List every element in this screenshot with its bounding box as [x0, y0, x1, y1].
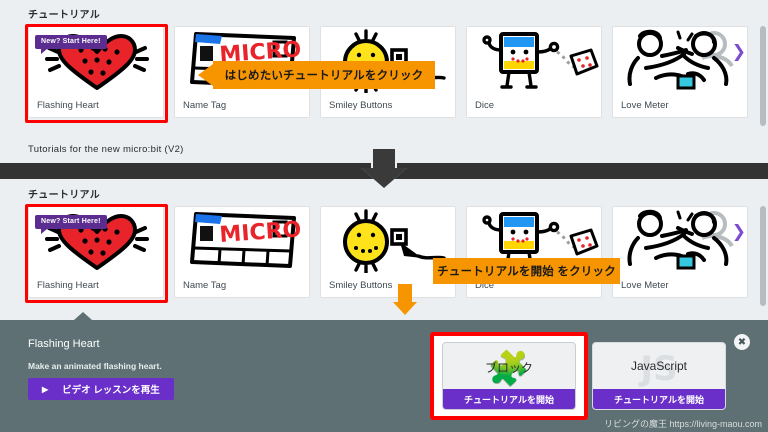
tutorial-card-list-top: New? Start Here!: [28, 26, 768, 118]
close-icon[interactable]: ✖: [734, 334, 750, 350]
start-tutorial-button[interactable]: チュートリアルを開始: [443, 389, 575, 409]
blocks-puzzle-icon: 🧩: [487, 349, 531, 389]
love-meter-thumbnail: [613, 27, 747, 95]
middle-version-label: Tutorials for the new micro:bit (V2): [28, 144, 184, 155]
name-tag-thumbnail: MICRO: [175, 207, 309, 275]
callout-start-tutorial: チュートリアルを開始 をクリック: [433, 258, 620, 284]
language-name: JavaScript: [630, 359, 688, 373]
strip-title-bottom: チュートリアル: [28, 190, 100, 201]
dice-thumbnail: [467, 27, 601, 95]
language-card-javascript[interactable]: JS JavaScript チュートリアルを開始: [592, 342, 726, 410]
chevron-right-icon[interactable]: ❯: [731, 222, 746, 242]
tutorial-card-list-bottom: New? Start Here!: [28, 206, 768, 298]
start-tutorial-button[interactable]: チュートリアルを開始: [593, 389, 725, 409]
tutorial-card-label: Name Tag: [175, 273, 309, 297]
javascript-logo-icon: JS: [640, 349, 678, 389]
vertical-scrollbar[interactable]: [760, 206, 766, 306]
chevron-right-icon[interactable]: ❯: [731, 42, 746, 62]
tutorial-card-flashing-heart[interactable]: New? Start Here!: [28, 26, 164, 118]
tutorial-card-label: Flashing Heart: [29, 273, 163, 297]
tutorial-card-dice[interactable]: Dice: [466, 26, 602, 118]
play-video-lesson-text: ビデオ レッスンを再生: [62, 385, 160, 396]
callout-arrow-left-icon: [198, 64, 213, 86]
tutorial-detail-panel: Flashing Heart Make an animated flashing…: [0, 312, 768, 432]
new-start-here-badge: New? Start Here!: [35, 35, 107, 54]
tutorial-strip-bottom: チュートリアル New? Start Here!: [0, 180, 768, 320]
tutorial-card-label: Name Tag: [175, 93, 309, 117]
callout-text: はじめたいチュートリアルをクリック: [224, 70, 424, 82]
smiley-buttons-thumbnail: [321, 207, 455, 275]
panel-title: Flashing Heart: [28, 338, 100, 350]
watermark-text: リビングの魔王 https://living-maou.com: [603, 419, 762, 429]
highlight-box-language-blocks: 🧩 ブロック チュートリアルを開始: [430, 332, 588, 420]
svg-text:MICRO: MICRO: [219, 217, 302, 248]
tutorial-card-label: Love Meter: [613, 93, 747, 117]
love-meter-thumbnail: [613, 207, 747, 275]
tutorial-card-label: Smiley Buttons: [321, 93, 455, 117]
vertical-scrollbar[interactable]: [760, 26, 766, 126]
callout-click-tutorial: はじめたいチュートリアルをクリック: [198, 61, 435, 89]
tutorial-card-dice[interactable]: Dice: [466, 206, 602, 298]
tutorial-card-label: Flashing Heart: [29, 93, 163, 117]
tutorial-card-smiley-buttons[interactable]: Smiley Buttons: [320, 206, 456, 298]
callout-down-arrow-icon: [393, 284, 417, 315]
new-start-here-badge: New? Start Here!: [35, 215, 107, 234]
flow-down-arrow-icon: [360, 147, 408, 188]
language-name: ブロック: [484, 361, 533, 375]
panel-notch: [74, 312, 92, 320]
panel-description: Make an animated flashing heart.: [28, 361, 162, 371]
language-card-blocks[interactable]: 🧩 ブロック チュートリアルを開始: [442, 342, 576, 410]
tutorial-strip-top: チュートリアル New? Start Here!: [0, 0, 768, 140]
play-icon: ▶: [42, 384, 49, 394]
tutorial-card-name-tag[interactable]: MICRO Name Tag: [174, 206, 310, 298]
tutorial-card-label: Love Meter: [613, 273, 747, 297]
tutorial-card-flashing-heart[interactable]: New? Start Here!: [28, 206, 164, 298]
strip-title-top: チュートリアル: [28, 10, 100, 21]
tutorial-card-love-meter[interactable]: Love Meter: [612, 206, 748, 298]
play-video-lesson-button[interactable]: ▶ ビデオ レッスンを再生: [28, 378, 174, 400]
callout-text: チュートリアルを開始 をクリック: [437, 266, 616, 278]
tutorial-card-love-meter[interactable]: Love Meter: [612, 26, 748, 118]
tutorial-card-label: Dice: [467, 93, 601, 117]
tutorial-card-label: Smiley Buttons: [321, 273, 455, 297]
